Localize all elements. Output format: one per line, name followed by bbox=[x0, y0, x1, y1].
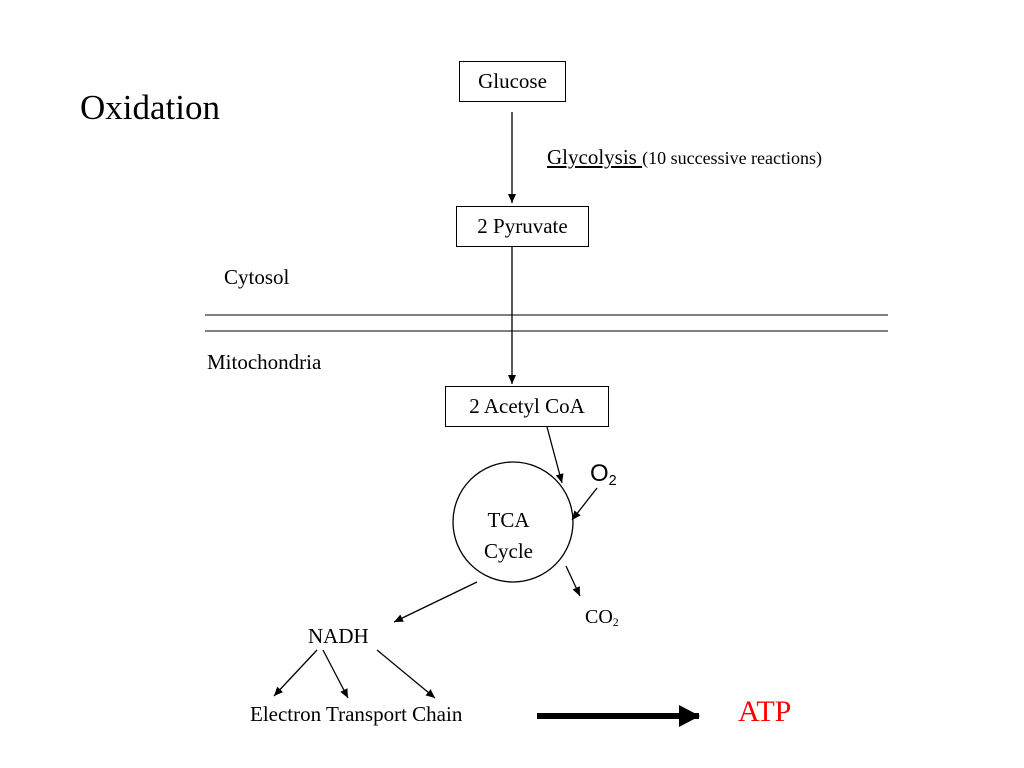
oxygen-subscript: 2 bbox=[608, 472, 617, 489]
acetyl-coa-box: 2 Acetyl CoA bbox=[445, 386, 609, 427]
glycolysis-label: Glycolysis (10 successive reactions) bbox=[547, 147, 822, 168]
oxygen-symbol: O bbox=[590, 460, 609, 487]
tca-cycle-label: TCA Cycle bbox=[466, 505, 551, 567]
arrow-o2-to-tca bbox=[571, 487, 598, 521]
arrow-nadh-to-etc-2 bbox=[322, 649, 349, 699]
atp-label: ATP bbox=[738, 695, 792, 728]
tca-cycle-circle bbox=[452, 461, 574, 583]
glucose-box: Glucose bbox=[459, 61, 566, 102]
arrow-tca-to-nadh bbox=[393, 581, 478, 623]
mitochondria-label: Mitochondria bbox=[207, 350, 322, 374]
arrow-nadh-to-etc-3 bbox=[376, 649, 436, 699]
arrow-tca-to-co2 bbox=[565, 565, 581, 597]
co2-label: CO2 bbox=[585, 606, 619, 629]
co2-subscript: 2 bbox=[612, 615, 619, 629]
arrow-acetyl-coa-to-tca bbox=[546, 426, 564, 484]
oxygen-label: O2 bbox=[590, 460, 617, 489]
electron-transport-chain-label: Electron Transport Chain bbox=[250, 702, 463, 726]
cytosol-label: Cytosol bbox=[224, 265, 290, 289]
tca-label-line2: Cycle bbox=[484, 539, 533, 563]
glycolysis-note: (10 successive reactions) bbox=[642, 148, 823, 168]
arrow-nadh-to-etc-1 bbox=[273, 649, 318, 697]
pyruvate-box: 2 Pyruvate bbox=[456, 206, 589, 247]
tca-label-line1: TCA bbox=[487, 508, 530, 532]
slide-title: Oxidation bbox=[80, 88, 220, 127]
nadh-label: NADH bbox=[308, 624, 369, 648]
glycolysis-name: Glycolysis bbox=[547, 145, 643, 169]
co2-symbol: CO bbox=[585, 606, 613, 628]
